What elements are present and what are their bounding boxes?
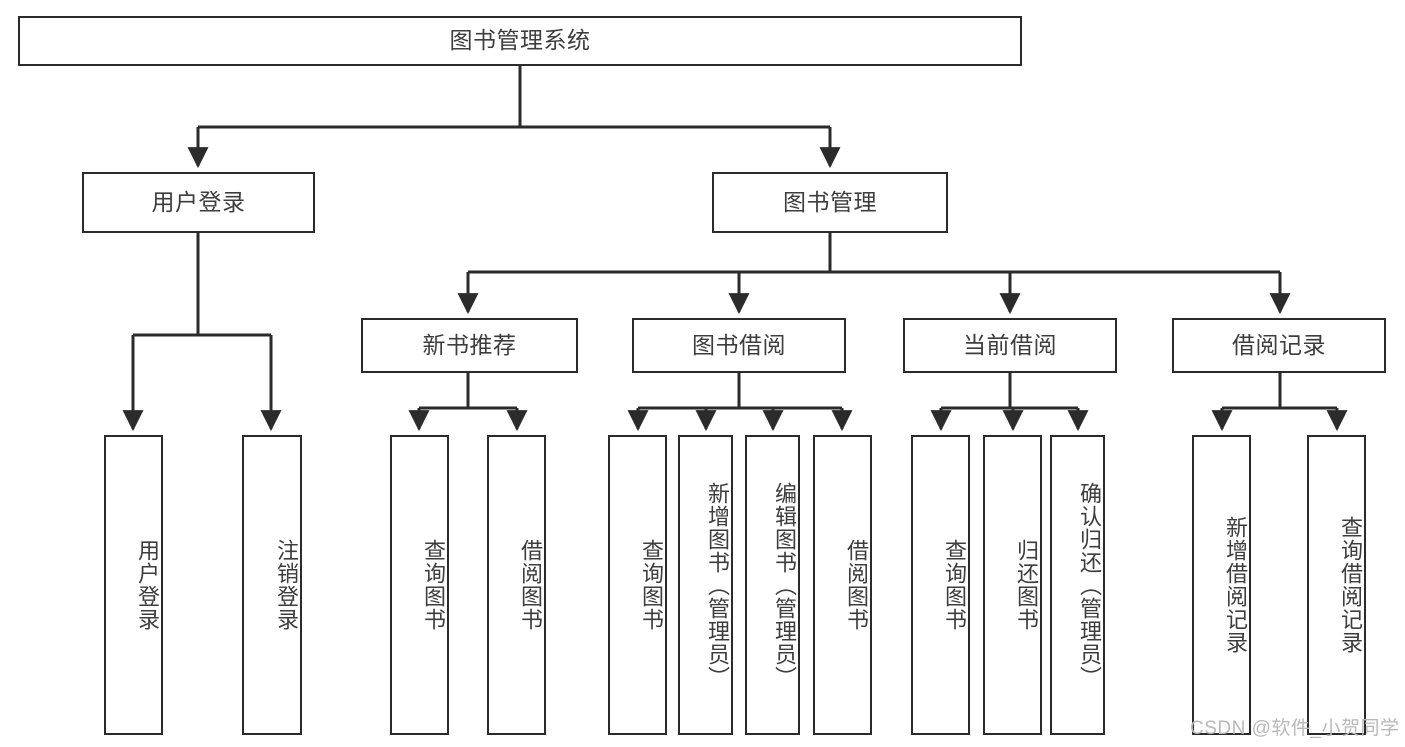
node-leaf-borrow-book-borrowing[interactable]: 借阅图书	[813, 435, 872, 735]
node-leaf-add-borrow-record[interactable]: 新增借阅记录	[1192, 435, 1251, 735]
node-leaf-label: 注销登录	[274, 539, 299, 631]
node-leaf-query-book-current[interactable]: 查询图书	[911, 435, 970, 735]
node-new-book-recommendation[interactable]: 新书推荐	[361, 318, 578, 373]
node-leaf-label: 借阅图书	[844, 539, 869, 631]
node-book-borrowing[interactable]: 图书借阅	[632, 318, 846, 373]
node-leaf-logout[interactable]: 注销登录	[242, 435, 302, 735]
node-new-book-recommendation-label: 新书推荐	[422, 331, 517, 358]
node-borrowing-record-label: 借阅记录	[1232, 331, 1326, 358]
node-root-book-management-system[interactable]: 图书管理系统	[18, 16, 1022, 66]
node-book-management-label: 图书管理	[783, 188, 877, 215]
node-leaf-label: 用户登录	[135, 539, 160, 631]
node-leaf-label: 归还图书	[1014, 539, 1039, 631]
node-current-borrowing[interactable]: 当前借阅	[903, 318, 1117, 373]
node-leaf-query-borrow-record[interactable]: 查询借阅记录	[1307, 435, 1366, 735]
node-leaf-label: 查询图书	[639, 539, 664, 631]
node-leaf-edit-book-admin[interactable]: 编辑图书（管理员）	[745, 435, 800, 735]
node-leaf-add-book-admin[interactable]: 新增图书（管理员）	[678, 435, 733, 735]
node-leaf-return-book[interactable]: 归还图书	[983, 435, 1042, 735]
node-leaf-user-login[interactable]: 用户登录	[104, 435, 163, 735]
node-current-borrowing-label: 当前借阅	[963, 331, 1057, 358]
node-leaf-label: 查询借阅记录	[1338, 516, 1363, 654]
node-user-login-label: 用户登录	[151, 188, 246, 215]
node-leaf-borrow-book-newbook[interactable]: 借阅图书	[487, 435, 546, 735]
node-user-login[interactable]: 用户登录	[82, 172, 315, 233]
csdn-watermark: CSDN @软件_小贺同学	[1190, 718, 1400, 739]
node-leaf-label: 借阅图书	[518, 539, 543, 631]
node-leaf-label: 新增借阅记录	[1223, 516, 1248, 654]
node-book-management[interactable]: 图书管理	[712, 172, 948, 233]
node-borrowing-record[interactable]: 借阅记录	[1172, 318, 1386, 373]
node-leaf-confirm-return-admin[interactable]: 确认归还（管理员）	[1050, 435, 1105, 735]
node-leaf-label: 新增图书（管理员）	[705, 481, 730, 689]
node-leaf-query-book-borrowing[interactable]: 查询图书	[608, 435, 667, 735]
node-leaf-label: 查询图书	[942, 539, 967, 631]
node-book-borrowing-label: 图书借阅	[692, 331, 786, 358]
node-leaf-query-book-newbook[interactable]: 查询图书	[390, 435, 449, 735]
node-leaf-label: 确认归还（管理员）	[1077, 481, 1102, 689]
node-leaf-label: 查询图书	[421, 539, 446, 631]
node-root-label: 图书管理系统	[449, 27, 591, 54]
node-leaf-label: 编辑图书（管理员）	[772, 481, 797, 689]
